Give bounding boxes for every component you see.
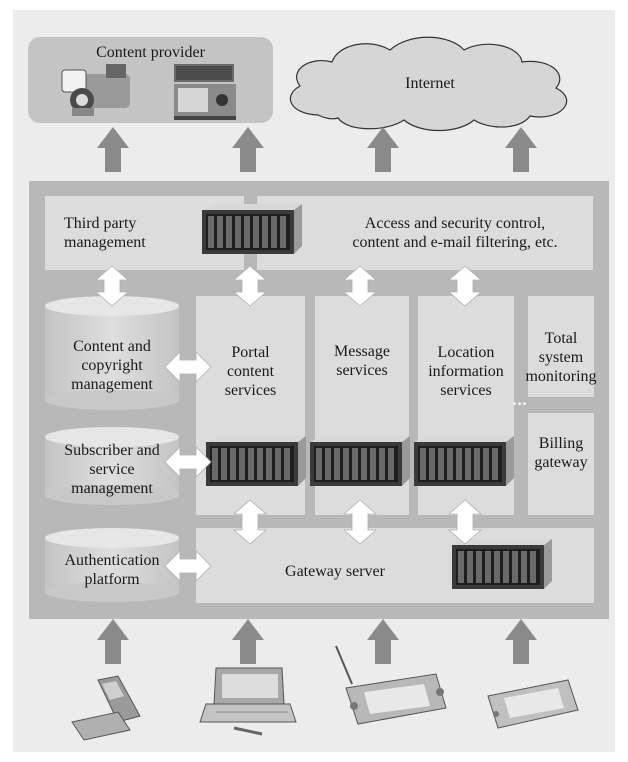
internet-cloud <box>289 36 568 131</box>
total-monitoring-text: Total system monitoring <box>525 329 597 385</box>
message-label: Message services <box>315 338 409 384</box>
ellipsis-text: ... <box>512 391 528 409</box>
authentication-cylinder <box>45 528 179 602</box>
internet-text: Internet <box>405 74 455 92</box>
third-party-label: Third party management <box>48 196 188 270</box>
mobile-phone-icon <box>71 675 141 741</box>
monitoring-panel <box>528 296 594 397</box>
total-monitoring-label: Total system monitoring <box>520 322 602 392</box>
upward-arrows-top <box>97 127 537 172</box>
portal-text: Portal content services <box>224 343 277 399</box>
access-security-text: Access and security control, content and… <box>352 215 558 251</box>
billing-text: Billing gateway <box>534 435 588 471</box>
subscriber-cylinder <box>45 427 179 505</box>
internet-label: Internet <box>360 68 500 98</box>
content-copyright-text: Content and copyright management <box>71 337 153 393</box>
server-icon <box>452 539 552 589</box>
server-icon <box>206 436 306 486</box>
upward-arrows-bottom <box>97 619 537 664</box>
access-security-panel <box>257 196 593 270</box>
server-icon <box>202 204 302 254</box>
gateway-label: Gateway server <box>240 556 430 586</box>
portal-label: Portal content services <box>196 336 305 406</box>
third-party-text: Third party management <box>64 215 146 251</box>
authentication-label: Authentication platform <box>45 545 179 595</box>
tablet-device-icon <box>487 679 579 729</box>
content-copyright-cylinder <box>45 296 179 410</box>
media-device-icon <box>174 64 236 120</box>
content-provider-label: Content provider <box>28 37 273 67</box>
content-copyright-label: Content and copyright management <box>45 320 179 410</box>
authentication-text: Authentication platform <box>64 552 160 588</box>
vertical-connectors <box>94 265 483 545</box>
pda-icon <box>335 645 447 725</box>
access-security-label: Access and security control, content and… <box>310 196 600 270</box>
content-provider-text: Content provider <box>96 43 205 61</box>
server-icon <box>310 436 410 486</box>
laptop-icon <box>199 667 297 736</box>
server-icon <box>414 436 514 486</box>
ellipsis-label: ... <box>506 391 534 409</box>
billing-label: Billing gateway <box>528 430 594 476</box>
subscriber-label: Subscriber and service management <box>45 437 179 501</box>
subscriber-text: Subscriber and service management <box>64 441 160 497</box>
camcorder-icon <box>61 64 130 116</box>
message-text: Message services <box>334 343 390 379</box>
billing-panel <box>528 413 594 515</box>
gateway-text: Gateway server <box>285 562 385 580</box>
location-label: Location information services <box>418 336 514 406</box>
location-text: Location information services <box>428 343 504 399</box>
horizontal-connectors <box>164 351 212 582</box>
